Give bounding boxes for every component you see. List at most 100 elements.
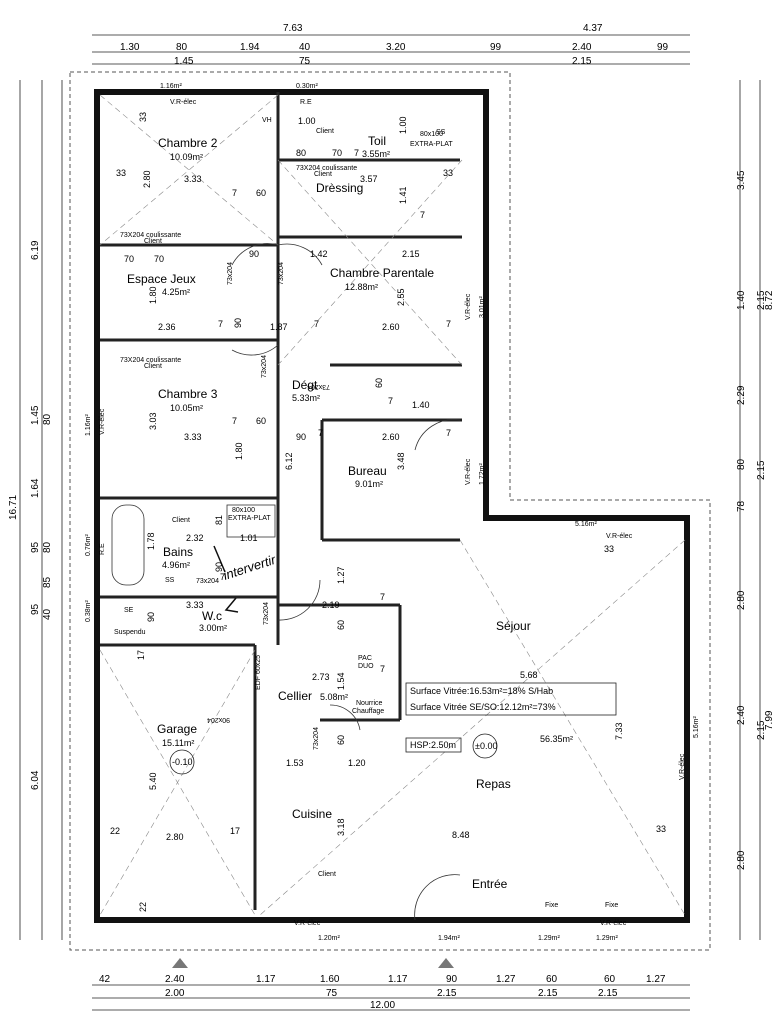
dim-top2-7: 99 <box>657 42 669 53</box>
surface-note-box <box>405 682 617 716</box>
dim-left3-0: 80 <box>42 413 53 425</box>
room-garage-name: Garage <box>157 722 197 736</box>
int-cel-120: 1.20 <box>348 758 366 768</box>
int-cp2-140: 1.40 <box>412 400 430 410</box>
int-c2-33a: 33 <box>138 112 148 122</box>
int-dg-w: 1.87 <box>270 322 288 332</box>
room-cuisine-name: Cuisine <box>292 807 332 821</box>
room-repas-name: Repas <box>476 777 511 791</box>
dim-left3-2: 85 <box>42 576 53 588</box>
win-v2: 0.30m² <box>296 83 318 90</box>
dim-left2-3: 95 <box>30 541 41 553</box>
int-cel-273: 2.73 <box>312 672 330 682</box>
win-v13: 1.29m² <box>596 935 618 942</box>
dim-bot1-3: 1.60 <box>320 974 340 985</box>
int-c2-7: 7 <box>232 188 237 198</box>
int-ga-17: 17 <box>136 650 146 660</box>
extra-plat-top: EXTRA-PLAT <box>410 141 453 148</box>
int-toil-100: 1.00 <box>398 116 408 134</box>
win-v10: 1.20m² <box>318 935 340 942</box>
int-cp-w2: 2.15 <box>402 249 420 259</box>
int-ba-h: 1.78 <box>146 532 156 550</box>
ss-bains: SS <box>165 577 175 584</box>
int-dr-w: 3.57 <box>360 174 378 184</box>
dim-bot2-1: 75 <box>326 988 338 999</box>
client-coul-2: Client <box>144 238 162 245</box>
dim-right2-2: 2.15 <box>756 460 767 480</box>
int-c3-w: 3.33 <box>184 432 202 442</box>
level0-marker <box>472 733 498 759</box>
dim-right1-4: 78 <box>736 500 747 512</box>
dim-top2-4: 3.20 <box>386 42 406 53</box>
interior-walls <box>100 92 462 910</box>
garage-level-marker <box>169 749 195 775</box>
dim-bot1-1: 2.40 <box>165 974 185 985</box>
int-c3-180: 1.80 <box>234 442 244 460</box>
int-cel-154: 1.54 <box>336 672 346 690</box>
int-bu-w: 2.60 <box>382 432 400 442</box>
dim-top3-1: 75 <box>299 56 311 67</box>
dim-top2-1: 80 <box>176 42 188 53</box>
dim-right2-3: 2.15 <box>756 720 767 740</box>
int-sej-w: 5.68 <box>520 670 538 680</box>
vr-elec-bottom: V.R-élec <box>294 920 321 927</box>
int-sej-33b: 33 <box>656 824 666 834</box>
dim-right2-1: 8.72 <box>764 290 775 310</box>
coulissante-2: 73X204 coulissante <box>120 232 181 239</box>
dim-right2-4: 7.99 <box>764 710 775 730</box>
int-cp2-w: 2.60 <box>382 322 400 332</box>
int-toil-7: 7 <box>354 148 359 158</box>
dim-left2-5: 6.04 <box>30 770 41 790</box>
int-wc-90: 90 <box>146 612 156 622</box>
int-ga-22a: 22 <box>110 826 120 836</box>
room-garage-area: 15.11m² <box>162 738 194 748</box>
int-ga-w: 2.80 <box>166 832 184 842</box>
client-coul-1: Client <box>314 171 332 178</box>
dim-left2-1: 1.45 <box>30 405 41 425</box>
int-cel-153: 1.53 <box>286 758 304 768</box>
size-80x100-top: 80x100 <box>420 131 443 138</box>
int-cu-h: 3.18 <box>336 818 346 836</box>
int-dg-7: 7 <box>314 319 319 329</box>
int-wc-w: 3.33 <box>186 600 204 610</box>
int-ga-22b: 22 <box>138 902 148 912</box>
int-c2-33b: 33 <box>116 168 126 178</box>
vr-elec-right2: V.R-élec <box>465 458 472 485</box>
dim-bot2-2: 2.15 <box>437 988 457 999</box>
int-sej-33a: 33 <box>604 544 614 554</box>
dim-bot1-8: 60 <box>604 974 616 985</box>
int-cel-7: 7 <box>380 592 385 602</box>
dim-left3-3: 40 <box>42 608 53 620</box>
dim-right1-7: 2.80 <box>736 850 747 870</box>
dim-right1-2: 2.29 <box>736 385 747 405</box>
dim-bot1-0: 42 <box>99 974 111 985</box>
door-73x204-b: 73x204 <box>278 262 285 285</box>
fixe-2: Fixe <box>605 902 618 909</box>
surface-note-1: Surface Vitrée:16.53m²=18% S/Hab <box>410 686 553 696</box>
room-chambre3-area: 10.05m² <box>170 403 203 413</box>
int-c2-70b: 70 <box>154 254 164 264</box>
int-bu-7: 7 <box>446 428 451 438</box>
win-v7: 1.72m² <box>479 463 486 485</box>
living-area-text: 56.35m² <box>540 734 573 744</box>
dim-bot1-4: 1.17 <box>388 974 408 985</box>
dim-top2-3: 40 <box>299 42 311 53</box>
win-v3: 1.16m² <box>85 414 92 436</box>
door-73x204-g: 73x204 <box>313 727 320 750</box>
room-dressing-name: Drèssing <box>316 181 363 195</box>
room-degt-name: Dégt <box>292 378 318 392</box>
int-toil-70: 70 <box>332 148 342 158</box>
chauffage-label: Chauffage <box>352 708 384 715</box>
door-90x204: 90x204 <box>207 716 230 723</box>
dim-left2-0: 6.19 <box>30 240 41 260</box>
dim-top2-0: 1.30 <box>120 42 140 53</box>
edf-label: EDF 60x25 <box>255 655 262 690</box>
int-cp2-60: 60 <box>374 378 384 388</box>
coulissante-3: 73X204 coulissante <box>120 357 181 364</box>
room-toilet-area: 3.55m² <box>362 149 390 159</box>
int-cel-219: 2.19 <box>322 600 340 610</box>
pac-label: PAC <box>358 655 372 662</box>
int-ba-7: 7 <box>220 572 225 582</box>
level0-note: ±0.00 <box>475 741 497 751</box>
room-chambre-parentale-area: 12.88m² <box>345 282 378 292</box>
